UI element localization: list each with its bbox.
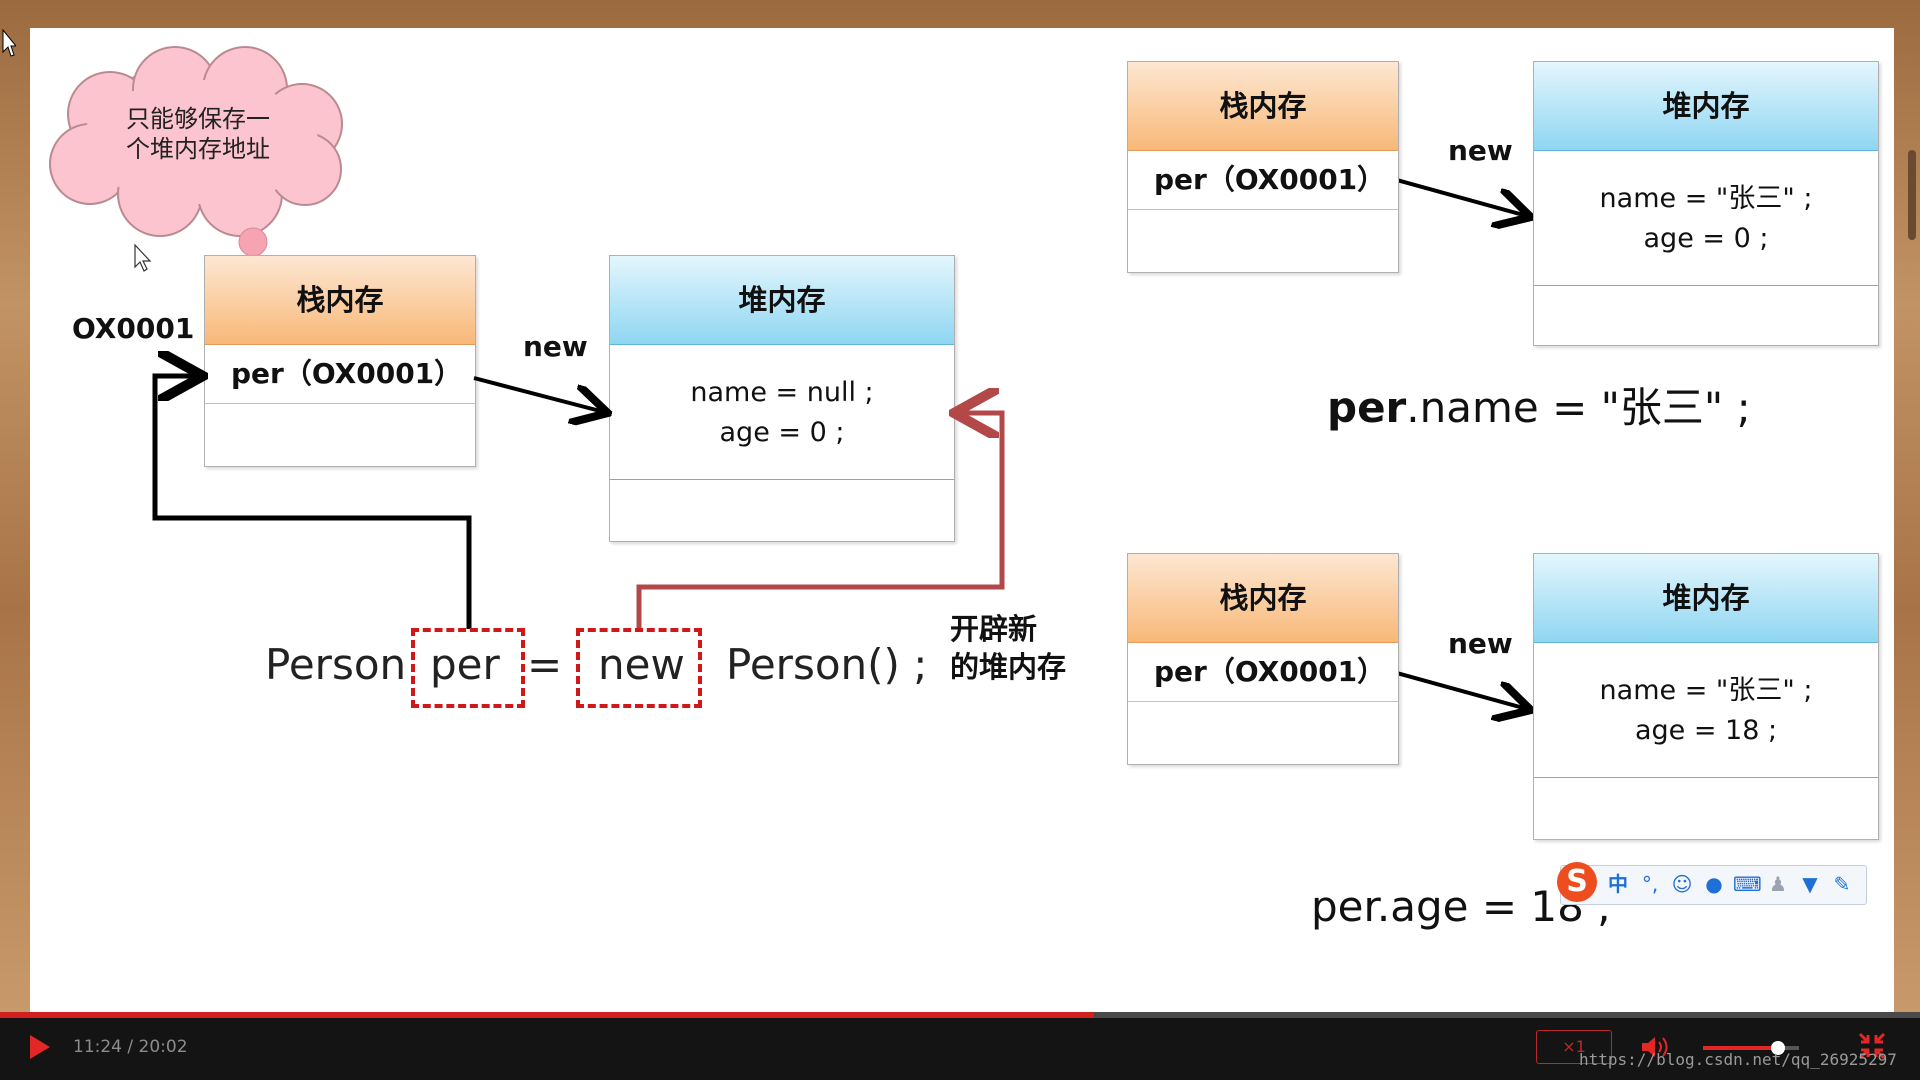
main-new-label: new — [523, 330, 588, 363]
thought-cloud — [49, 46, 343, 292]
top-right-stack-box: 栈内存 per（OX0001） — [1127, 61, 1399, 273]
statement-name-rest: .name = "张三" ; — [1406, 383, 1751, 432]
user-icon[interactable]: ♟ — [1769, 872, 1787, 896]
watermark-url: https://blog.csdn.net/qq_26925297 — [1579, 1050, 1897, 1069]
cloud-line-1: 只能够保存一 — [126, 105, 270, 133]
main-heap-name: name = null ; — [690, 377, 874, 408]
punctuation-icon[interactable]: °, — [1641, 872, 1659, 896]
arrow-cursor-icon — [134, 243, 152, 272]
code-constructor: Person() ; — [726, 640, 928, 689]
annotation-line-1: 开辟新 — [950, 612, 1038, 646]
bottom-right-new-label: new — [1448, 627, 1513, 660]
volume-knob[interactable] — [1770, 1041, 1785, 1055]
code-per: per — [430, 640, 500, 689]
code-person: Person — [265, 640, 407, 689]
bottom-right-stack-box: 栈内存 per（OX0001） — [1127, 553, 1399, 765]
tools-icon[interactable]: ✎ — [1833, 872, 1851, 896]
main-new-arrow — [473, 376, 604, 412]
bottom-right-heap-header: 堆内存 — [1534, 554, 1878, 643]
bottom-right-stack-row: per（OX0001） — [1128, 643, 1398, 702]
bottom-right-stack-header: 栈内存 — [1128, 554, 1398, 643]
main-heap-header: 堆内存 — [610, 256, 954, 345]
exit-fullscreen-icon[interactable] — [1856, 1030, 1888, 1062]
main-heap-age: age = 0 ; — [719, 417, 845, 448]
bottom-right-heap-box: 堆内存 name = "张三" ; age = 18 ; — [1533, 553, 1879, 840]
speed-button[interactable]: ×1 — [1536, 1030, 1612, 1064]
time-readout: 11:24 / 20:02 — [73, 1037, 188, 1057]
main-stack-header: 栈内存 — [205, 256, 475, 345]
bottom-right-heap-name: name = "张三" ; — [1599, 675, 1813, 706]
top-right-new-arrow — [1396, 178, 1527, 216]
address-label: OX0001 — [72, 312, 195, 345]
ime-mode-button[interactable]: 中 — [1608, 872, 1628, 896]
top-right-stack-row: per（OX0001） — [1128, 151, 1398, 210]
annotation-new-heap: 开辟新 的堆内存 — [950, 610, 1066, 686]
connector-arrows — [152, 178, 1920, 1012]
cloud-line-2: 个堆内存地址 — [126, 135, 270, 163]
microphone-icon[interactable]: ● — [1705, 872, 1723, 896]
bottom-right-new-arrow — [1396, 671, 1527, 709]
bottom-right-heap-body: name = "张三" ; age = 18 ; — [1534, 643, 1878, 778]
bottom-right-heap-age: age = 18 ; — [1634, 715, 1778, 746]
ime-toolbar[interactable]: S 中 °, ☺ ● ⌨ ♟ ▼ ✎ — [1557, 862, 1867, 905]
statement-name-var: per — [1327, 383, 1407, 432]
cloud-text: 只能够保存一 个堆内存地址 — [98, 104, 298, 164]
code-equals: = — [527, 640, 563, 689]
skin-icon[interactable]: ▼ — [1802, 872, 1818, 896]
dashed-box-new — [576, 628, 702, 708]
keyboard-icon[interactable]: ⌨ — [1733, 872, 1762, 896]
top-right-new-label: new — [1448, 134, 1513, 167]
new-heap-arrow — [636, 413, 1005, 629]
scrollbar-thumb[interactable] — [1908, 150, 1916, 240]
top-right-heap-header: 堆内存 — [1534, 62, 1878, 151]
code-new: new — [598, 640, 685, 689]
volume-fill[interactable] — [1703, 1046, 1778, 1050]
player-control-bar — [0, 1012, 1920, 1080]
main-heap-body: name = null ; age = 0 ; — [610, 345, 954, 480]
hand-cursor-icon — [2, 28, 16, 57]
volume-icon[interactable] — [1640, 1034, 1674, 1060]
top-right-stack-header: 栈内存 — [1128, 62, 1398, 151]
main-heap-box: 堆内存 name = null ; age = 0 ; — [609, 255, 955, 542]
top-right-heap-box: 堆内存 name = "张三" ; age = 0 ; — [1533, 61, 1879, 346]
assign-arrow — [152, 376, 472, 629]
dashed-box-per — [411, 628, 525, 708]
top-right-heap-age: age = 0 ; — [1643, 223, 1769, 254]
main-stack-box: 栈内存 per（OX0001） — [204, 255, 476, 467]
top-right-heap-body: name = "张三" ; age = 0 ; — [1534, 151, 1878, 286]
ime-logo-icon[interactable]: S — [1557, 862, 1597, 902]
main-stack-row: per（OX0001） — [205, 345, 475, 404]
statement-name: per.name = "张三" ; — [1327, 374, 1751, 435]
annotation-line-2: 的堆内存 — [950, 650, 1067, 684]
play-icon[interactable] — [28, 1034, 52, 1060]
top-right-heap-name: name = "张三" ; — [1599, 183, 1813, 214]
emoji-icon[interactable]: ☺ — [1671, 872, 1693, 896]
progress-fill[interactable] — [0, 1012, 1095, 1018]
